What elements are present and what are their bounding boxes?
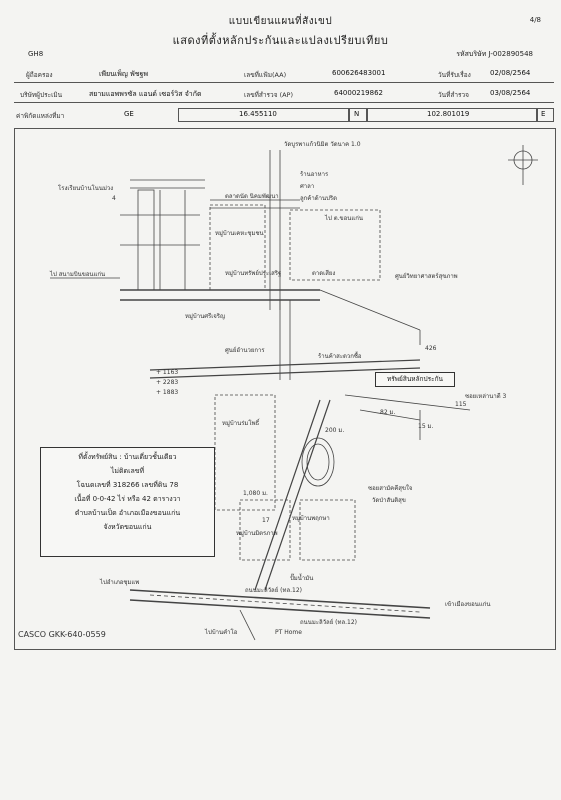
map-label-dist-200: 200 ม. bbox=[325, 427, 344, 434]
subject-property-box: ทรัพย์สินหลักประกัน bbox=[375, 372, 455, 387]
lon-box: 102.801019 bbox=[366, 108, 538, 122]
title-line-2: แสดงที่ตั้งหลักประกันและแปลงเปรียบเทียบ bbox=[172, 34, 389, 47]
reference-value: J-002890548 bbox=[488, 50, 533, 58]
survey-date-value: 03/08/2564 bbox=[490, 89, 531, 97]
gps-source-label: ค่าพิกัดแหล่งที่มา bbox=[16, 112, 65, 120]
map-label-soi: ซอยเหล่านาดี 3 bbox=[465, 392, 507, 400]
map-label-area: ศาลา bbox=[300, 183, 314, 190]
lat-value: 16.455110 bbox=[239, 110, 277, 118]
property-line-6: จังหวัดขอนแก่น bbox=[103, 523, 152, 531]
n-box: N bbox=[348, 108, 368, 122]
form-row-owner: ผู้ถือครอง เพียนเพ็ญ พัชฐพ เลขที่แฟ้ม(AA… bbox=[14, 66, 554, 83]
map-label-dist-1080: 1,080 ม. bbox=[243, 490, 268, 497]
map-label-village1: หมู่บ้านเคหะชุมชน bbox=[215, 230, 264, 237]
property-info-box: ที่ตั้งทรัพย์สิน : บ้านเดี่ยวชั้นเดียว ไ… bbox=[40, 447, 215, 557]
lat-box: 16.455110 bbox=[178, 108, 350, 122]
map-label-pt-home: PT Home bbox=[275, 629, 302, 636]
map-label-r426: 426 bbox=[425, 345, 437, 352]
received-date-value: 02/08/2564 bbox=[490, 69, 531, 77]
map-label-soi-right: ซอยสามัคคีสุขใจ bbox=[368, 484, 412, 492]
title-line-1: แบบเขียนแผนที่สังเขป bbox=[228, 16, 333, 27]
map-frame bbox=[14, 128, 556, 650]
map-label-school: โรงเรียนบ้านโนนม่วง bbox=[58, 184, 113, 192]
gps-source-value: GE bbox=[124, 110, 134, 118]
map-label-to-south: ไปบ้านคำโอ bbox=[204, 628, 238, 636]
map-label-to-airport: ไป สนามบินขอนแก่น bbox=[49, 270, 105, 278]
map-label-store: ร้านค้าสะดวกซื้อ bbox=[318, 350, 362, 360]
e-label: E bbox=[541, 110, 546, 118]
map-label-temple: วัดบูรพาแก้วนิมิต วัดนาค 1.0 bbox=[284, 141, 361, 148]
aa-label: เลขที่แฟ้ม(AA) bbox=[244, 71, 287, 79]
map-label-village3: หมู่บ้านร่มโพธิ์ bbox=[222, 418, 261, 427]
map-label-village4: หมู่บ้านพฤกษา bbox=[292, 515, 330, 522]
owner-value: เพียนเพ็ญ พัชฐพ bbox=[99, 70, 148, 78]
map-label-village5: หมู่บ้านมิตรภาพ bbox=[236, 530, 278, 537]
map-label-gas: ปั๊มน้ำมัน bbox=[290, 572, 313, 582]
map-label-market: ตลาดนัด นิคมพัฒนา bbox=[225, 193, 279, 200]
map-label-to-north: ไปอำเภอชุมแพ bbox=[99, 578, 139, 586]
n-label: N bbox=[354, 110, 360, 118]
map-label-r115: 115 bbox=[455, 401, 467, 408]
map-label-road2: ถนนมะลิวัลย์ (ทล.12) bbox=[300, 618, 357, 626]
map-label-road1: ถนนมะลิวัลย์ (ทล.12) bbox=[245, 586, 302, 594]
map-label-scale3: + 1883 bbox=[156, 389, 178, 396]
reference-id: รหัสบริษัท J-002890548 bbox=[456, 49, 533, 60]
form-row-company: บริษัทผู้ประเมิน สยามแอพพรซัล แอนด์ เซอร… bbox=[14, 86, 554, 103]
page-number: 4/8 bbox=[529, 16, 541, 24]
property-line-2: ไม่ติดเลขที่ bbox=[110, 467, 145, 475]
map-label-village2: หมู่บ้านทรัพย์ประเสริฐ bbox=[225, 269, 281, 277]
map-label-pond: ตาดเสียง bbox=[312, 269, 335, 277]
casco-code: CASCO GKK-640-0559 bbox=[18, 630, 106, 639]
map-label-district-center: ศูนย์อำนวยการ bbox=[225, 346, 265, 354]
company-value: สยามแอพพรซัล แอนด์ เซอร์วิส จำกัด bbox=[89, 90, 202, 98]
ap-label: เลขที่สำรวจ (AP) bbox=[244, 91, 294, 99]
aa-value: 600626483001 bbox=[332, 69, 386, 77]
map-label-cafe: ลูกค้าด้านปริด bbox=[300, 195, 337, 202]
lon-value: 102.801019 bbox=[427, 110, 470, 118]
owner-label: ผู้ถือครอง bbox=[26, 71, 53, 79]
form-row-gps: ค่าพิกัดแหล่งที่มา GE 16.455110 N 102.80… bbox=[14, 108, 554, 124]
map-label-r4: 4 bbox=[112, 195, 116, 202]
map-label-health: ศูนย์วิทยาศาสตร์สุขภาพ bbox=[395, 272, 458, 280]
map-label-dist-15: 15 ม. bbox=[418, 423, 433, 430]
map-label-scale2: + 2283 bbox=[156, 379, 178, 386]
survey-date-label: วันที่สำรวจ bbox=[438, 91, 469, 99]
property-line-5: ตำบลบ้านเป็ด อำเภอเมืองขอนแก่น bbox=[74, 509, 181, 517]
property-line-3: โฉนดเลขที่ 318266 เลขที่ดิน 78 bbox=[76, 481, 179, 489]
e-box: E bbox=[536, 108, 554, 122]
company-label: บริษัทผู้ประเมิน bbox=[20, 91, 63, 99]
received-date-label: วันที่รับเรื่อง bbox=[438, 71, 471, 79]
map-label-r17: 17 bbox=[262, 517, 270, 524]
map-label-wat-right: วัดป่าสันติสุข bbox=[372, 497, 406, 504]
map-label-to-khonkaen: ไป ต.ขอนแก่น bbox=[324, 214, 363, 222]
property-line-4: เนื้อที่ 0-0-42 ไร่ หรือ 42 ตารางวา bbox=[74, 495, 181, 503]
map-label-scale1: + 1163 bbox=[156, 369, 178, 376]
ap-value: 64000219862 bbox=[334, 89, 383, 97]
map-label-dist-82: 82 ม. bbox=[380, 409, 395, 416]
map-label-to-city: เข้าเมืองขอนแก่น bbox=[445, 600, 490, 608]
map-label-shop: ร้านอาหาร bbox=[300, 171, 329, 178]
property-line-1: ที่ตั้งทรัพย์สิน : บ้านเดี่ยวชั้นเดียว bbox=[78, 453, 177, 461]
map-label-condo: หมู่บ้านศรีเจริญ bbox=[185, 312, 225, 320]
reference-label: รหัสบริษัท bbox=[456, 50, 487, 58]
form-code: GH8 bbox=[28, 50, 44, 58]
